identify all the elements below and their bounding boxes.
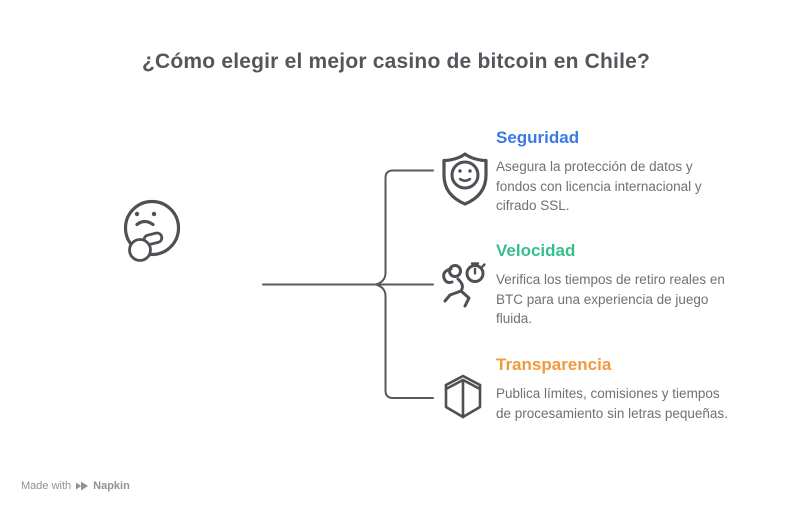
thinking-face-icon [123, 199, 181, 262]
branch-velocidad: Velocidad Verifica los tiempos de retiro… [437, 235, 747, 329]
branch-title-velocidad: Velocidad [496, 241, 576, 260]
branch-description-seguridad: Asegura la protección de datos y fondos … [496, 159, 702, 213]
branch-seguridad: Seguridad Asegura la protección de datos… [437, 122, 747, 216]
branch-description-velocidad: Verifica los tiempos de retiro reales en… [496, 272, 725, 326]
napkin-logo-icon [76, 481, 89, 491]
runner-stopwatch-icon [442, 262, 486, 308]
shield-smiley-icon [442, 152, 488, 206]
branch-description-transparencia: Publica límites, comisiones y tiempos de… [496, 386, 728, 421]
open-book-icon [444, 374, 482, 419]
branch-title-transparencia: Transparencia [496, 355, 612, 374]
napkin-brand-label: Napkin [93, 480, 130, 492]
branch-transparencia: Transparencia Publica límites, comisione… [437, 349, 747, 423]
made-with-label: Made with [21, 480, 72, 492]
branch-title-seguridad: Seguridad [496, 128, 580, 147]
made-with-napkin-badge[interactable]: Made with Napkin [21, 480, 130, 492]
page-title: ¿Cómo elegir el mejor casino de bitcoin … [141, 50, 651, 73]
